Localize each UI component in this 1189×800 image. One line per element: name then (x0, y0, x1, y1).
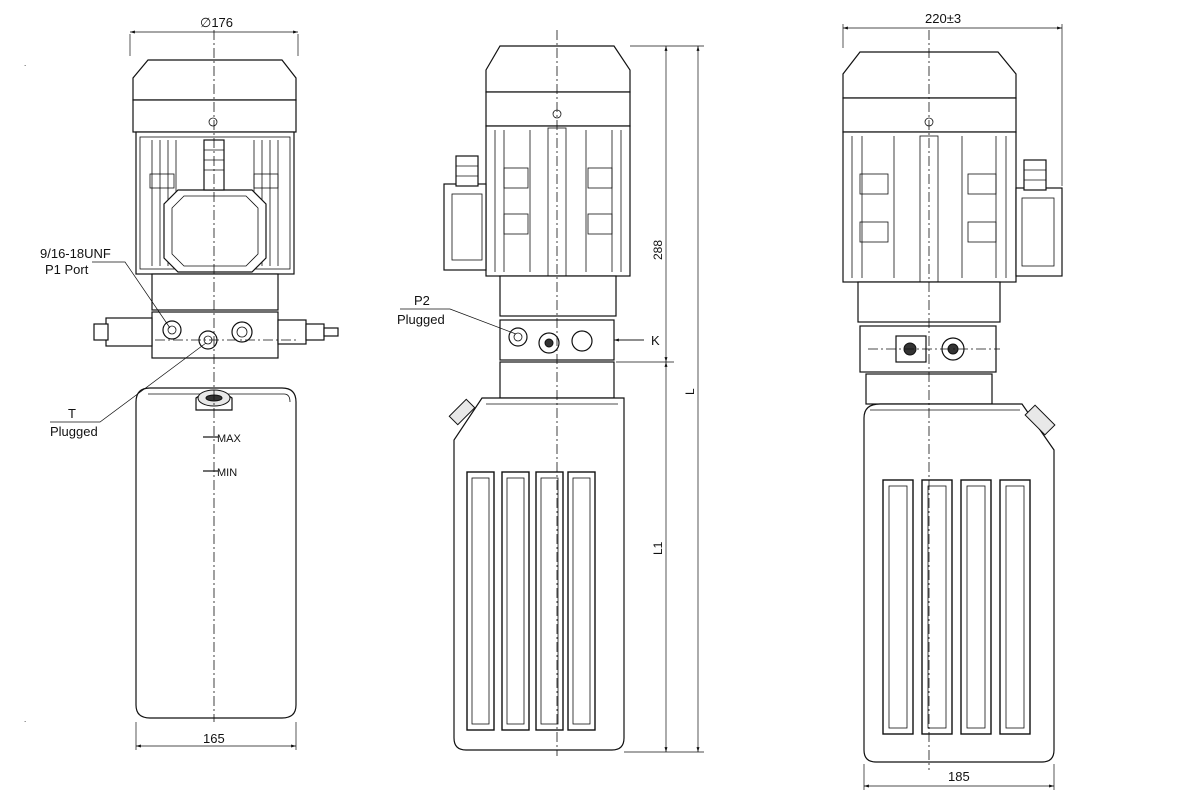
front-view: MAX MIN ∅176 165 9/16-18UNF P1 Port T Pl… (24, 15, 339, 750)
p2-port-label: P2 (414, 293, 430, 308)
cable-gland (1023, 159, 1047, 191)
motor-adapter (151, 273, 279, 311)
terminal-box (443, 183, 487, 271)
motor-body (485, 125, 631, 277)
dim-motor-height: 288 (651, 240, 665, 260)
side-view: K 288 L1 L P2 Plugged (397, 30, 704, 756)
left-valve (105, 317, 153, 347)
k-section-label: K (651, 333, 660, 348)
dim-tank-length: L1 (651, 541, 665, 555)
filler-cap (1024, 404, 1056, 436)
svg-text:.: . (24, 59, 26, 68)
cable-gland (455, 155, 479, 187)
max-level-mark: MAX (217, 433, 242, 445)
motor-top-cap (132, 59, 297, 101)
motor-top-cap (842, 51, 1017, 99)
terminal-box (1015, 187, 1063, 277)
t-plugged-label: Plugged (50, 424, 98, 439)
svg-text:.: . (24, 715, 26, 724)
motor-fins (851, 136, 1007, 278)
terminal-box (163, 189, 267, 273)
motor-adapter (499, 275, 617, 317)
motor-cap-band (132, 99, 297, 133)
dim-overall-width: 220±3 (925, 11, 961, 26)
filler-cap (448, 398, 476, 426)
motor-cap-band (485, 91, 631, 127)
motor-fins (494, 130, 622, 272)
tank-windows (466, 471, 596, 731)
motor-cap-band (842, 97, 1017, 133)
dim-overall-length: L (683, 388, 697, 395)
p1-port-thread-label: 9/16-18UNF (40, 246, 111, 261)
motor-body (842, 131, 1017, 283)
p2-plugged-label: Plugged (397, 312, 445, 327)
t-port-label: T (68, 406, 76, 421)
rear-view: 220±3 185 (842, 11, 1063, 790)
min-level-mark: MIN (217, 467, 237, 479)
tank-windows (882, 479, 1031, 735)
dim-tank-width-front: 165 (203, 731, 225, 746)
oil-tank (135, 387, 297, 719)
p1-port-label: P1 Port (45, 262, 89, 277)
dim-motor-diameter: ∅176 (200, 15, 233, 30)
dim-tank-width-side: 185 (948, 769, 970, 784)
motor-top-cap (485, 45, 631, 93)
